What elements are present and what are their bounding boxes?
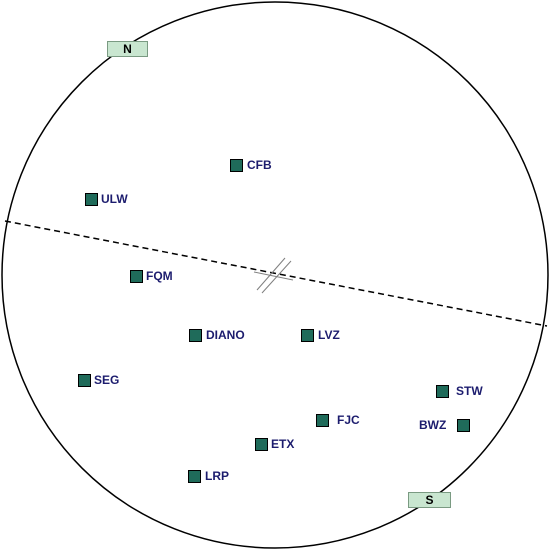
station-diano[interactable]: DIANO [189,328,259,343]
station-marker-icon [316,414,329,427]
station-label: FQM [146,269,173,283]
station-label: ETX [271,437,295,451]
north-tag: N [107,41,148,57]
station-marker-icon [301,329,314,342]
station-fqm[interactable]: FQM [130,269,190,284]
dividing-line [4,220,548,327]
station-fjc[interactable]: FJC [316,413,376,428]
station-lvz[interactable]: LVZ [301,328,361,343]
station-label: SEG [94,373,120,387]
station-marker-icon [189,329,202,342]
station-lrp[interactable]: LRP [188,469,248,484]
station-marker-icon [85,193,98,206]
station-marker-icon [457,419,470,432]
station-marker-icon [230,159,243,172]
station-bwz[interactable]: BWZ [419,418,471,433]
station-marker-icon [255,438,268,451]
station-etx[interactable]: ETX [255,437,315,452]
station-seg[interactable]: SEG [78,373,138,388]
station-label: LRP [205,469,229,483]
station-label: ULW [101,192,128,206]
station-marker-icon [188,470,201,483]
center-mark-icon [253,257,294,294]
station-label: DIANO [206,328,245,342]
station-marker-icon [130,270,143,283]
station-marker-icon [436,385,449,398]
station-label: FJC [337,413,360,427]
station-label: STW [456,384,483,398]
south-tag: S [408,492,451,508]
station-stw[interactable]: STW [436,384,496,399]
station-label: CFB [247,158,272,172]
station-ulw[interactable]: ULW [85,192,145,207]
station-marker-icon [78,374,91,387]
station-label: BWZ [419,418,447,432]
station-label: LVZ [318,328,340,342]
station-cfb[interactable]: CFB [230,158,290,173]
